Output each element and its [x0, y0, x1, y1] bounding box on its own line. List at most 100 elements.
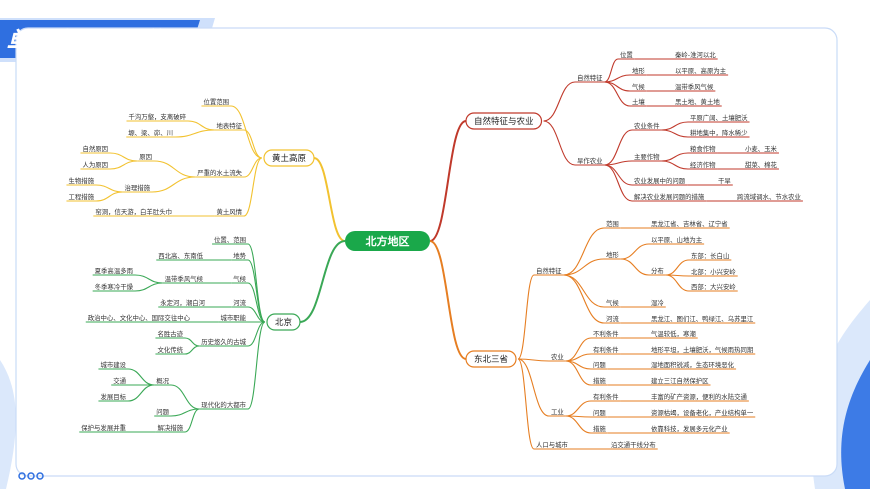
node-label: 历史悠久的古城 [201, 337, 246, 346]
node-label: 问题 [593, 361, 606, 369]
branch-connector [518, 358, 550, 362]
node-label: 东部：长白山 [691, 251, 729, 260]
branch-connector [109, 160, 138, 170]
node-label: 位置范围 [203, 97, 229, 106]
node-label: 湿地面积锐减，生态环境恶化 [651, 360, 735, 369]
mindmap-node: 发展目标 [98, 392, 128, 402]
node-label: 温带季风气候 [675, 82, 714, 91]
branch-connector [604, 160, 633, 166]
branch-connector [620, 243, 650, 260]
node-label: 资源枯竭，设备老化，产业结构单一 [651, 408, 754, 417]
branch-connector [565, 360, 592, 386]
branch-connector [109, 152, 138, 162]
branch-connector [565, 415, 592, 434]
mindmap-node: 解决农业发展问题的措施 [632, 192, 707, 202]
mindmap-node: 有利条件 [591, 392, 621, 402]
node-label: 地形 [632, 66, 645, 75]
branch-connector [543, 81, 576, 122]
mindmap-node: 湿地面积锐减，生态环境恶化 [649, 360, 737, 370]
topic-node-frame [266, 313, 301, 331]
node-label: 旱作农业 [577, 156, 603, 165]
mindmap-node: 文化传统 [155, 345, 185, 355]
mindmap-node: 现代化的大都市 [199, 400, 248, 410]
mindmap-node: 措施 [591, 424, 608, 434]
mindmap-node: 永定河，潮白河 [158, 298, 207, 308]
branch-connector [127, 368, 155, 386]
node-label: 位置、范围 [214, 235, 246, 244]
branch-connector [247, 259, 266, 323]
topic-node-frame [263, 149, 315, 167]
node-label: 解决措施 [157, 423, 183, 432]
mindmap-node: 地形 [630, 66, 647, 76]
mindmap-node: 位置范围 [201, 97, 231, 107]
branch-connector [665, 274, 690, 292]
branch-connector [184, 408, 200, 433]
branch-connector [170, 384, 200, 410]
mindmap-node: 位置 [618, 50, 635, 60]
mindmap-node: 温带季风气候 [673, 82, 716, 92]
node-label: 耕地集中，降水稀少 [690, 128, 748, 137]
node-label: 气候 [606, 298, 619, 307]
node-label: 问题 [156, 408, 169, 416]
node-label: 黑土地、黄土地 [675, 97, 720, 106]
branch-connector [243, 129, 263, 159]
mindmap-node: 温带季风气候 [162, 274, 205, 284]
mindmap-node: 问题 [591, 361, 608, 370]
mindmap-node: 西北高、东南低 [156, 251, 205, 261]
node-label: 平原广阔、土壤肥沃 [690, 113, 748, 122]
mindmap-node: 河流 [231, 298, 248, 308]
node-label: 农业条件 [634, 121, 660, 130]
branch-connector [517, 358, 535, 450]
mindmap-node: 以平原、高原为主 [673, 66, 729, 76]
topic-node-frame [465, 112, 543, 130]
mindmap-node: 交通 [111, 376, 128, 386]
node-label: 气候 [632, 82, 645, 91]
node-label: 位置 [620, 50, 633, 59]
branch-connector [313, 157, 346, 242]
mindmap-node: 自然特征 [575, 73, 605, 83]
branch-connector [563, 258, 605, 276]
branch-connector [565, 400, 592, 417]
mindmap-node: 地势 [231, 251, 248, 261]
mindmap-node: 气候 [231, 274, 248, 284]
node-label: 自然特征 [536, 266, 562, 275]
page-title: 单元知识图谱 [6, 27, 163, 56]
node-label: 自然原因 [82, 144, 108, 153]
branch-connector [517, 274, 535, 360]
mindmap-node: 千沟万壑，支离破碎 [126, 112, 188, 122]
mindmap-node: 粮食作物 [688, 144, 718, 154]
branch-connector [247, 282, 266, 323]
node-label: 措施 [593, 424, 606, 433]
branch-connector [517, 358, 550, 417]
branch-connector [184, 337, 200, 347]
mindmap-node: 气候 [604, 298, 621, 308]
mindmap-node: 干旱 [716, 177, 733, 186]
mindmap-node: 有利条件 [591, 345, 621, 355]
branch-connector [665, 259, 690, 276]
mindmap-node: 工程措施 [66, 192, 96, 202]
node-label: 文化传统 [157, 345, 183, 354]
node-label: 政治中心、文化中心、国际交往中心 [88, 313, 191, 322]
branch-connector [247, 321, 266, 347]
topic-node: 自然特征与农业 [465, 112, 543, 130]
node-label: 夏季高温多雨 [95, 266, 134, 275]
node-label: 措施 [593, 376, 606, 385]
branch-connector [184, 345, 200, 355]
bottom-right-wave-dark [841, 360, 870, 489]
topic-node: 东北三省 [465, 350, 517, 368]
node-label: 土壤 [632, 97, 645, 106]
mindmap-node: 概况 [154, 376, 171, 386]
node-label: 粮食作物 [690, 144, 716, 153]
branch-connector [604, 81, 631, 107]
mindmap-node: 耕地集中，降水稀少 [688, 128, 750, 138]
mindmap-node: 冬季寒冷干燥 [92, 282, 135, 292]
mindmap-node: 依靠科技，发展多元化产业 [649, 424, 730, 434]
mindmap-node: 措施 [591, 376, 608, 386]
mindmap-node: 治理措施 [122, 183, 152, 193]
node-label: 人为原因 [82, 160, 108, 169]
branch-connector [95, 191, 123, 202]
node-label: 解决农业发展问题的措施 [634, 192, 705, 201]
node-label: 有利条件 [593, 392, 619, 401]
node-label: 地势 [233, 251, 246, 260]
